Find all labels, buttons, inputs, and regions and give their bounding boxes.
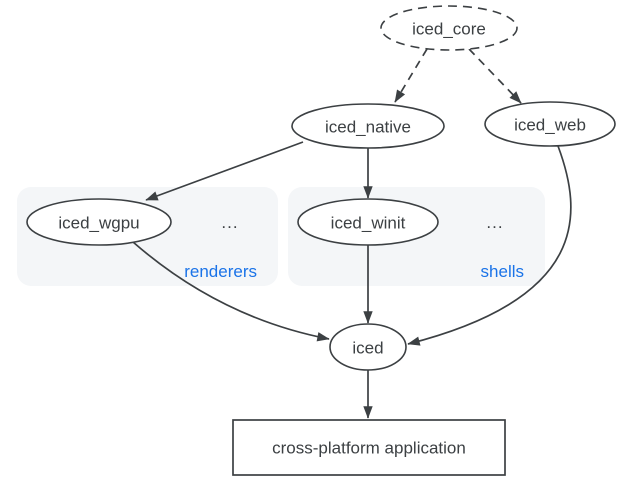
iced-core-label: iced_core bbox=[412, 20, 486, 39]
renderers-group-label: renderers bbox=[184, 262, 257, 281]
node-iced-core bbox=[380, 5, 518, 51]
cross-platform-application-label: cross-platform application bbox=[272, 439, 466, 458]
iced-wgpu-label: iced_wgpu bbox=[58, 214, 139, 233]
edge-iced-core-to-iced-web bbox=[468, 48, 522, 104]
edge-iced-core-to-iced-native bbox=[394, 48, 428, 103]
node-cross-platform-application bbox=[232, 419, 506, 476]
edge-iced-wgpu-to-iced bbox=[132, 241, 330, 342]
iced-winit-label: iced_winit bbox=[331, 214, 406, 233]
node-iced bbox=[329, 323, 407, 371]
node-labels: iced_core iced_native iced_web iced_wgpu… bbox=[58, 20, 586, 458]
renderers-ellipsis: ... bbox=[221, 213, 238, 232]
edges bbox=[132, 48, 572, 419]
shells-ellipsis: ... bbox=[486, 213, 503, 232]
shells-group-label: shells bbox=[481, 262, 524, 281]
nodes bbox=[26, 5, 616, 476]
node-iced-wgpu bbox=[26, 198, 172, 246]
iced-label: iced bbox=[352, 339, 383, 358]
iced-web-label: iced_web bbox=[514, 116, 586, 135]
node-iced-winit bbox=[297, 198, 439, 246]
edge-iced-web-to-iced bbox=[407, 145, 572, 346]
node-iced-web bbox=[484, 101, 616, 147]
cluster-labels: renderers shells bbox=[184, 262, 524, 281]
iced-native-label: iced_native bbox=[325, 118, 411, 137]
node-iced-native bbox=[291, 103, 445, 149]
edge-iced-native-to-iced-wgpu bbox=[145, 141, 304, 201]
